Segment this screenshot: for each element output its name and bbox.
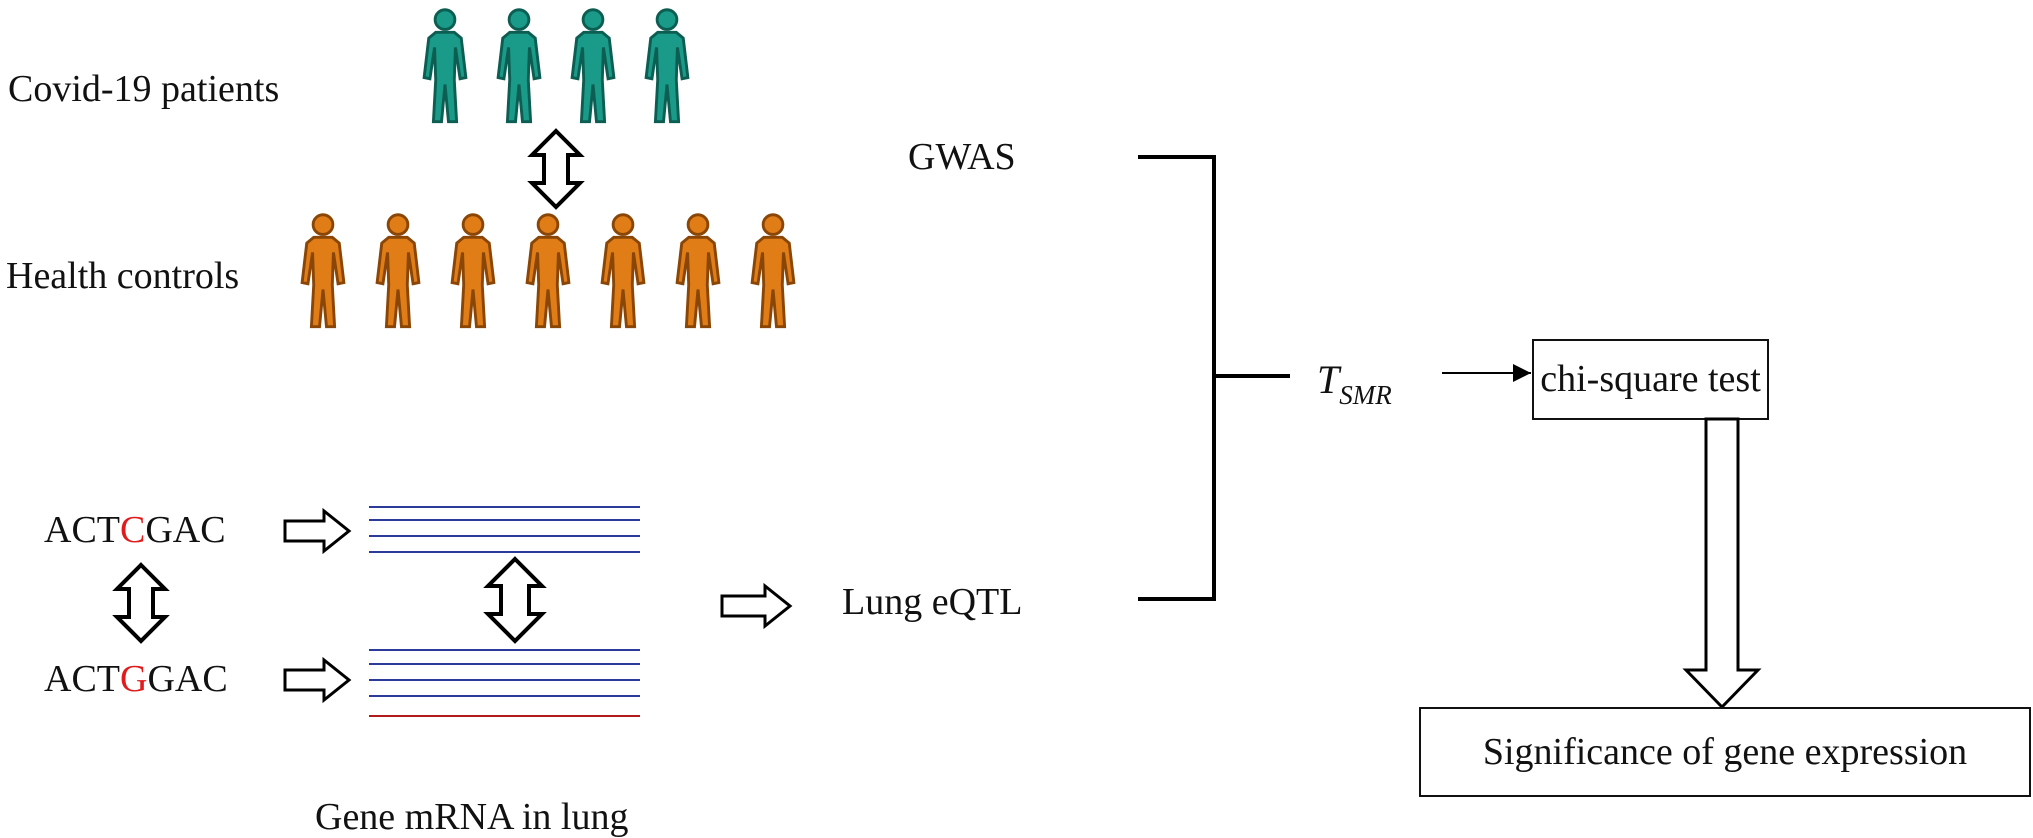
transcript-lines-group-1 [369, 506, 640, 553]
patient-person-icon [422, 8, 468, 124]
transcripts-to-eqtl-arrow [720, 582, 793, 630]
tsmr-statistic: TSMR [1317, 357, 1392, 410]
eqtl-label: Lung eQTL [842, 581, 1022, 623]
result-label: Significance of gene expression [1483, 731, 1967, 773]
controls-icon-row [300, 213, 796, 329]
patients-vs-controls-double-arrow [527, 128, 585, 210]
sequence-1-prefix: ACT [44, 509, 120, 551]
sequence-1-to-transcripts-arrow [283, 507, 352, 555]
sequence-1-suffix: GAC [145, 509, 225, 551]
sequence-2: ACTGGAC [44, 658, 228, 700]
patient-person-icon [496, 8, 542, 124]
sequence-1-variant-base: C [120, 509, 145, 551]
control-person-icon [750, 213, 796, 329]
test-to-result-arrow [1682, 417, 1762, 710]
controls-label: Health controls [6, 255, 239, 297]
patients-icon-row [422, 8, 690, 124]
patient-person-icon [644, 8, 690, 124]
chi-square-test-label: chi-square test [1540, 358, 1761, 400]
transcript-level-double-arrow [483, 556, 547, 644]
control-person-icon [675, 213, 721, 329]
control-person-icon [300, 213, 346, 329]
sequence-2-variant-base: G [120, 658, 147, 700]
sequence-variants-double-arrow [112, 562, 170, 644]
patients-label: Covid-19 patients [8, 68, 279, 110]
patient-person-icon [570, 8, 616, 124]
control-person-icon [525, 213, 571, 329]
sequence-2-suffix: GAC [147, 658, 227, 700]
control-person-icon [600, 213, 646, 329]
sequence-1: ACTCGAC [44, 509, 226, 551]
transcript-lines-group-2 [369, 649, 640, 717]
control-person-icon [375, 213, 421, 329]
integration-bracket [1138, 155, 1290, 601]
control-person-icon [450, 213, 496, 329]
chi-square-test-box [1532, 339, 1769, 420]
mrna-label: Gene mRNA in lung [315, 796, 628, 838]
sequence-2-prefix: ACT [44, 658, 120, 700]
tsmr-symbol: T [1317, 357, 1342, 402]
result-box [1419, 707, 2031, 797]
gwas-label: GWAS [908, 136, 1016, 178]
tsmr-subscript: SMR [1339, 380, 1392, 410]
sequence-2-to-transcripts-arrow [283, 656, 352, 704]
